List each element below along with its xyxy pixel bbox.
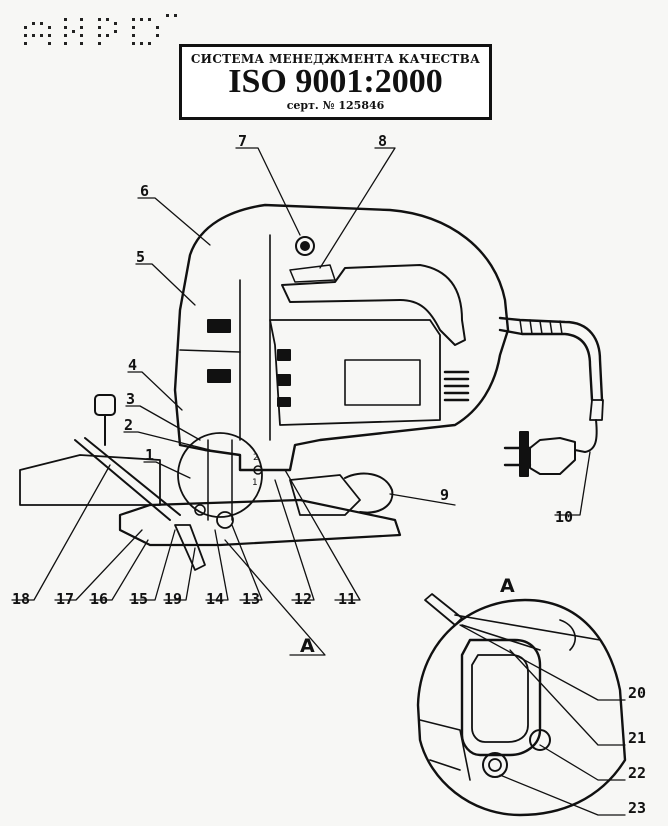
callout-21: 21 — [628, 729, 646, 747]
callout-23: 23 — [628, 799, 646, 817]
callout-2: 2 — [124, 416, 133, 434]
power-cord — [498, 316, 604, 477]
callout-numbers: 7 8 6 5 4 3 2 1 9 10 11 12 13 14 19 15 1… — [12, 132, 646, 817]
detail-a-view — [416, 593, 627, 817]
callout-18: 18 — [12, 590, 30, 608]
leader-lines — [11, 147, 626, 816]
callout-11: 11 — [338, 590, 356, 608]
callout-12: 12 — [294, 590, 312, 608]
callout-4: 4 — [128, 356, 137, 374]
callout-3: 3 — [126, 390, 135, 408]
base-plate — [19, 394, 402, 571]
certificate-standard: ISO 9001:2000 — [228, 63, 443, 100]
section-mark-main: A — [300, 635, 315, 657]
callout-13: 13 — [242, 590, 260, 608]
iso-certificate-box: СИСТЕМА МЕНЕДЖМЕНТА КАЧЕСТВА ISO 9001:20… — [179, 44, 492, 120]
callout-14: 14 — [206, 590, 224, 608]
callout-7: 7 — [238, 132, 247, 150]
callout-1: 1 — [145, 446, 154, 464]
jigsaw-body — [173, 203, 510, 472]
callout-15: 15 — [130, 590, 148, 608]
callout-20: 20 — [628, 684, 646, 702]
callout-22: 22 — [628, 764, 646, 782]
callout-17: 17 — [56, 590, 74, 608]
certificate-number: серт. № 125846 — [286, 99, 385, 112]
svg-text:1: 1 — [252, 478, 258, 488]
section-mark-detail: A — [500, 575, 515, 597]
callout-6: 6 — [140, 182, 149, 200]
dotted-logo-icon — [24, 14, 177, 45]
callout-10: 10 — [555, 508, 573, 526]
detail-circle: 2 1 — [177, 432, 263, 521]
certificate-heading: СИСТЕМА МЕНЕДЖМЕНТА КАЧЕСТВА — [190, 52, 481, 66]
logo-dots — [20, 8, 180, 53]
callout-5: 5 — [136, 248, 145, 266]
callout-9: 9 — [440, 486, 449, 504]
callout-16: 16 — [90, 590, 108, 608]
callout-8: 8 — [378, 132, 387, 150]
svg-text:2: 2 — [253, 453, 259, 463]
callout-19: 19 — [164, 590, 182, 608]
